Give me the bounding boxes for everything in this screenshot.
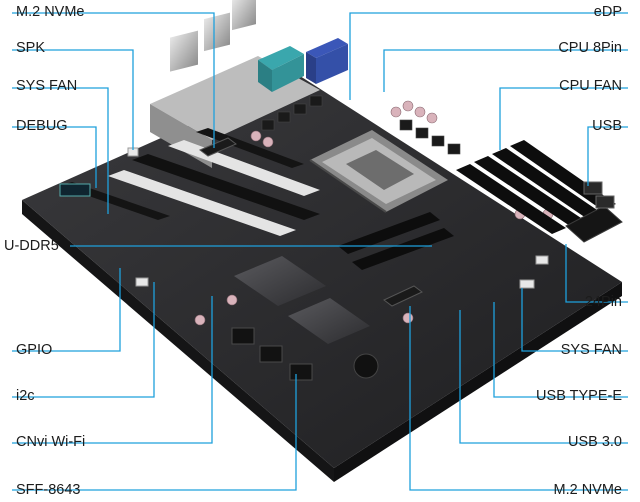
label-sys-fan-left: SYS FAN [16, 78, 78, 94]
m2-slot-bottom [383, 285, 423, 307]
vrm-chokes [261, 95, 461, 155]
pcb-board [22, 76, 622, 468]
debug-display [59, 183, 91, 197]
callout-usb [587, 126, 628, 186]
m2-slot-top [199, 137, 237, 157]
callout-gpio [12, 268, 121, 352]
label-debug: DEBUG [16, 118, 68, 134]
dimm-slots [338, 140, 616, 270]
rear-io-block [150, 0, 348, 168]
label-cnvi-wifi: CNvi Wi-Fi [16, 434, 86, 450]
callout-sff-8643 [12, 374, 297, 491]
label-cpu-fan: CPU FAN [559, 78, 622, 94]
callout-debug [12, 126, 97, 188]
label-i2c: i2c [16, 388, 35, 404]
callout-sys-fan-left [12, 87, 109, 214]
label-sff-8643: SFF-8643 [16, 482, 81, 498]
label-m2-nvme-top: M.2 NVMe [16, 4, 85, 20]
callout-24pin [565, 244, 628, 303]
callout-cnvi-wifi [12, 296, 213, 444]
callout-m2-nvme-bottom [409, 306, 628, 491]
board-edge-right [334, 282, 622, 482]
label-spk: SPK [16, 40, 46, 56]
buzzer [353, 353, 379, 379]
callout-cpu-fan [499, 87, 628, 150]
cpu-socket [309, 130, 448, 213]
callout-edp [349, 12, 628, 100]
callout-sys-fan-right [521, 288, 628, 352]
callout-m2-nvme-top [12, 12, 215, 148]
board-edge [22, 200, 334, 482]
label-usb-30: USB 3.0 [568, 434, 622, 450]
label-u-ddr5: U-DDR5 [4, 238, 59, 254]
label-usb-type-e: USB TYPE-E [536, 388, 622, 404]
callout-usb-30 [459, 310, 628, 444]
label-m2-nvme-bottom: M.2 NVMe [553, 482, 623, 498]
chipset-heatsink [234, 256, 370, 344]
label-gpio: GPIO [16, 342, 53, 358]
label-sys-fan-right: SYS FAN [560, 342, 622, 358]
callout-usb-type-e [493, 302, 628, 398]
label-cpu-8pin: CPU 8Pin [558, 40, 622, 56]
label-24pin: 24Pin [584, 294, 622, 310]
fan-headers [127, 147, 549, 289]
callout-cpu-8pin [383, 49, 628, 92]
label-edp: eDP [593, 4, 622, 20]
callout-lines [12, 12, 628, 491]
callout-spk [12, 49, 134, 150]
label-usb: USB [592, 118, 622, 134]
atx-24pin-connector [565, 205, 623, 243]
callout-i2c [12, 282, 155, 398]
